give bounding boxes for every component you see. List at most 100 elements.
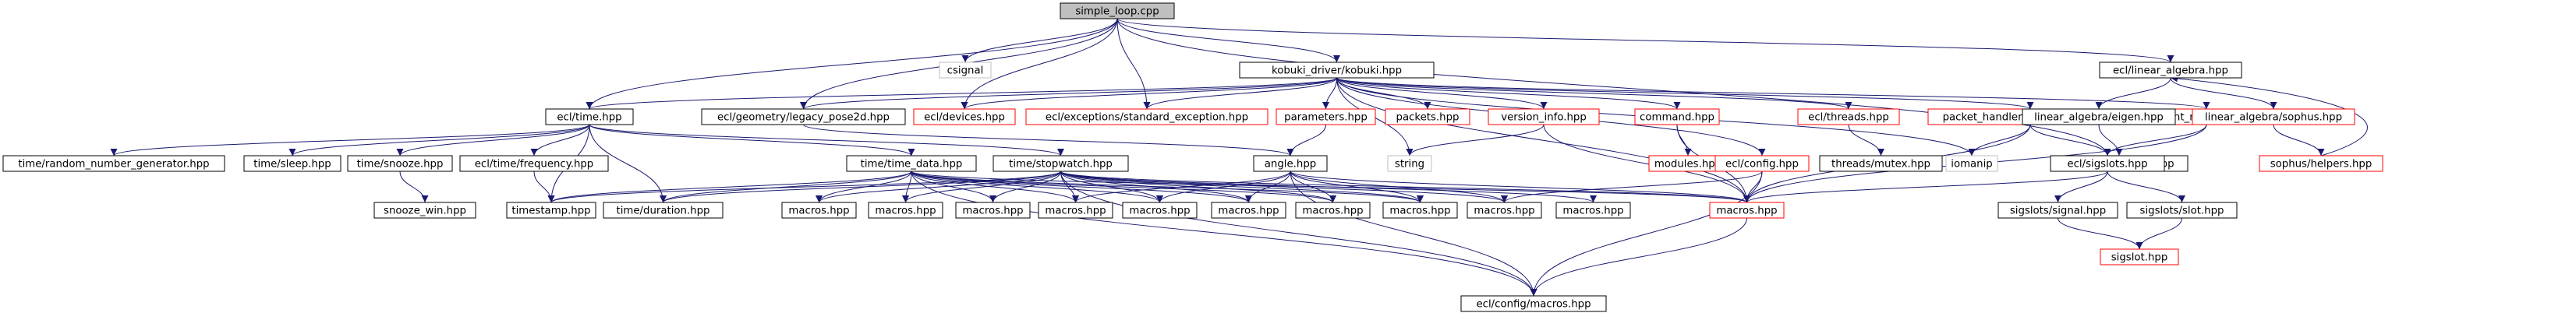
- edge-time_time_data-to-ecl_config_macros: [911, 171, 1537, 297]
- edge-ecl_time_frequency-to-timestamp: [533, 171, 555, 203]
- node-kobuki: kobuki_driver/kobuki.hpp: [1239, 62, 1435, 79]
- node-angle: angle.hpp: [1253, 155, 1328, 172]
- edge-time_time_data-to-macros_h: [911, 171, 1424, 203]
- node-box: [2100, 248, 2179, 265]
- edge-time_snooze-to-snooze_win: [399, 171, 429, 203]
- node-label: parameters.hpp: [1284, 112, 1368, 124]
- edge-time_stopwatch-to-macros_f: [1060, 171, 1252, 203]
- node-label: macros.hpp: [1218, 206, 1279, 217]
- node-box: [506, 202, 596, 219]
- node-label: modules.hpp: [1654, 159, 1721, 171]
- edge-kobuki-to-legacy_pose2d: [800, 77, 1337, 110]
- edge-packet_finder-to-iomanip: [1968, 124, 2031, 156]
- node-label: version_info.hpp: [1501, 112, 1587, 124]
- node-ecl-time: ecl/time.hpp: [545, 108, 634, 125]
- node-time-rng: time/random_number_generator.hpp: [2, 155, 225, 172]
- edge-time_stopwatch-to-timestamp: [547, 171, 1061, 203]
- edge-kobuki-to-command: [1336, 77, 1681, 110]
- node-label: threads/mutex.hpp: [1831, 159, 1930, 171]
- node-label: time/random_number_generator.hpp: [18, 159, 209, 171]
- node-box: [2099, 62, 2242, 79]
- node-label: time/sleep.hpp: [253, 159, 331, 171]
- node-box: [846, 155, 977, 172]
- node-label: command.hpp: [1640, 112, 1714, 124]
- node-label: macros.hpp: [788, 206, 849, 217]
- edge-kobuki-to-parameters: [1322, 77, 1337, 110]
- edge-angle-to-macros_red: [1290, 171, 1750, 203]
- node-simple-loop: simple_loop.cpp: [1060, 2, 1175, 19]
- edge-ecl_linear_algebra-to-la_sophus: [2170, 77, 2277, 110]
- node-box: [545, 108, 634, 125]
- edge-packet_finder-to-ecl_sigslots: [2029, 124, 2111, 156]
- edge-time_stopwatch-to-macros_j: [1060, 171, 1597, 203]
- edge-time_time_data-to-time_duration: [660, 171, 912, 203]
- node-label: time/snooze.hpp: [357, 159, 444, 171]
- node-time-sleep: time/sleep.hpp: [243, 155, 341, 172]
- edge-angle-to-macros_f: [1245, 171, 1291, 203]
- node-macros-c: macros.hpp: [955, 202, 1031, 219]
- node-time-stopwatch: time/stopwatch.hpp: [993, 155, 1129, 172]
- node-label: ecl/exceptions/standard_exception.hpp: [1046, 112, 1248, 124]
- node-ecl-devices: ecl/devices.hpp: [913, 108, 1016, 125]
- edge-ecl_sigslots-to-macros_red: [1743, 171, 2108, 203]
- node-macros-e: macros.hpp: [1122, 202, 1198, 219]
- edge-simple_loop-to-ecl_time: [586, 18, 1118, 110]
- node-std-exception: ecl/exceptions/standard_exception.hpp: [1025, 108, 1269, 125]
- node-ecl-config: ecl/config.hpp: [1714, 155, 1810, 172]
- node-box: [868, 202, 943, 219]
- node-box: [1382, 202, 1458, 219]
- edge-simple_loop-to-csignal: [961, 18, 1118, 63]
- node-box: [1555, 202, 1631, 219]
- node-label: sophus/helpers.hpp: [2270, 159, 2373, 171]
- node-ecl-sigslots: ecl/sigslots.hpp: [2050, 155, 2165, 172]
- node-csignal: csignal: [939, 62, 992, 79]
- node-time-snooze: time/snooze.hpp: [347, 155, 453, 172]
- node-label: macros.hpp: [1716, 206, 1777, 217]
- node-box: [1276, 108, 1376, 125]
- node-box: [347, 155, 453, 172]
- node-box: [1488, 108, 1600, 125]
- node-box: [1819, 155, 1943, 172]
- edge-simple_loop-to-kobuki: [1116, 18, 1340, 63]
- node-label: macros.hpp: [962, 206, 1023, 217]
- edge-angle-to-macros_i: [1290, 171, 1508, 203]
- node-label: snooze_win.hpp: [384, 206, 466, 217]
- edge-time_stopwatch-to-macros_i: [1060, 171, 1508, 203]
- node-timestamp: timestamp.hpp: [506, 202, 596, 219]
- node-label: time/time_data.hpp: [861, 159, 963, 171]
- node-label: linear_algebra/eigen.hpp: [2034, 112, 2164, 124]
- edge-ecl_sigslots-to-sigslots_signal: [2054, 171, 2108, 203]
- node-box: [2192, 108, 2355, 125]
- node-label: ecl/geometry/legacy_pose2d.hpp: [717, 112, 890, 124]
- node-box: [1122, 202, 1198, 219]
- node-label: packets.hpp: [1396, 112, 1460, 124]
- node-macros-i: macros.hpp: [1467, 202, 1542, 219]
- node-label: ecl/config.hpp: [1725, 159, 1799, 171]
- node-ecl-config-macros: ecl/config/macros.hpp: [1460, 295, 1607, 312]
- node-box: [913, 108, 1016, 125]
- node-label: macros.hpp: [875, 206, 936, 217]
- edge-kobuki-to-ecl_devices: [961, 77, 1337, 110]
- node-command: command.hpp: [1634, 108, 1720, 125]
- node-label: sigslots/signal.hpp: [2010, 206, 2106, 217]
- node-macros-d: macros.hpp: [1038, 202, 1113, 219]
- node-box: [2126, 202, 2238, 219]
- edge-legacy_pose2d-to-angle: [803, 124, 1294, 156]
- node-label: ecl/sigslots.hpp: [2067, 159, 2147, 171]
- node-label: ecl/devices.hpp: [924, 112, 1005, 124]
- node-box: [1634, 108, 1720, 125]
- node-box: [373, 202, 476, 219]
- node-box: [1295, 202, 1371, 219]
- edge-ecl_config-to-ecl_config_macros: [1530, 171, 1763, 297]
- node-sophus-helpers: sophus/helpers.hpp: [2259, 155, 2383, 172]
- edge-version_info-to-macros_red: [1543, 124, 1750, 203]
- node-legacy-pose2d: ecl/geometry/legacy_pose2d.hpp: [701, 108, 906, 125]
- edge-time_stopwatch-to-macros_e: [1060, 171, 1163, 203]
- edge-version_info-to-string: [1406, 124, 1545, 156]
- node-label: time/duration.hpp: [616, 206, 709, 217]
- node-box: [1060, 2, 1175, 19]
- node-box: [1945, 155, 1998, 172]
- node-box: [781, 202, 857, 219]
- node-box: [1797, 108, 1900, 125]
